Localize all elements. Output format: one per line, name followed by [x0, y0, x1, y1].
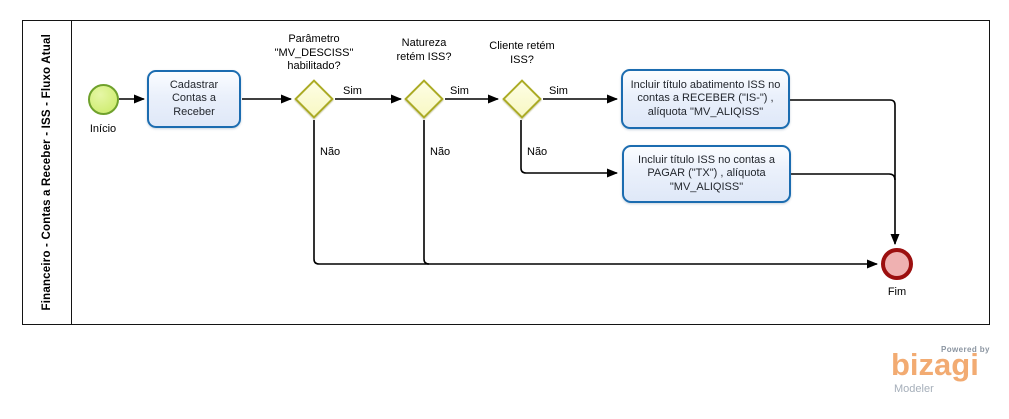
lane-title-strip: Financeiro - Contas a Receber - ISS - Fl… [23, 21, 72, 324]
gateway-parametro-question: Parâmetro "MV_DESCISS" habilitado? [274, 33, 354, 72]
flow-label-g2-sim: Sim [450, 85, 469, 97]
task-incluir-titulo-receber: Incluir título abatimento ISS no contas … [621, 69, 790, 129]
gateway-cliente-question: Cliente retém ISS? [489, 40, 555, 66]
powered-by-text: Powered by [941, 345, 990, 354]
flow-pagar-merge [791, 173, 896, 181]
end-event-label: Fim [887, 286, 907, 298]
flow-label-g3-sim: Sim [549, 85, 568, 97]
flow-g1-nao-to-end [313, 120, 878, 269]
flow-label-g2-nao: Não [430, 146, 451, 158]
bizagi-logo: bizagi [891, 347, 979, 382]
bizagi-modeler-text: Modeler [894, 383, 934, 395]
task-cadastrar-label: Cadastrar Contas a Receber [169, 78, 219, 118]
task-receber-label: Incluir título abatimento ISS no contas … [630, 78, 781, 118]
flow-label-g3-nao: Não [527, 146, 548, 158]
flow-g3-nao-to-pagar [520, 120, 618, 178]
task-pagar-label: Incluir título ISS no contas a PAGAR ("T… [638, 153, 775, 193]
gateway-natureza-question: Natureza retém ISS? [396, 37, 452, 63]
start-event-circle [88, 84, 119, 115]
start-event-label: Início [89, 123, 117, 135]
task-incluir-titulo-pagar: Incluir título ISS no contas a PAGAR ("T… [622, 145, 791, 203]
flow-receber-to-end [790, 99, 900, 245]
flow-label-g1-nao: Não [320, 146, 341, 158]
end-event-circle [881, 248, 913, 280]
flow-label-g1-sim: Sim [343, 85, 362, 97]
task-cadastrar-contas: Cadastrar Contas a Receber [147, 70, 241, 128]
flow-g2-nao-merge [423, 120, 430, 265]
